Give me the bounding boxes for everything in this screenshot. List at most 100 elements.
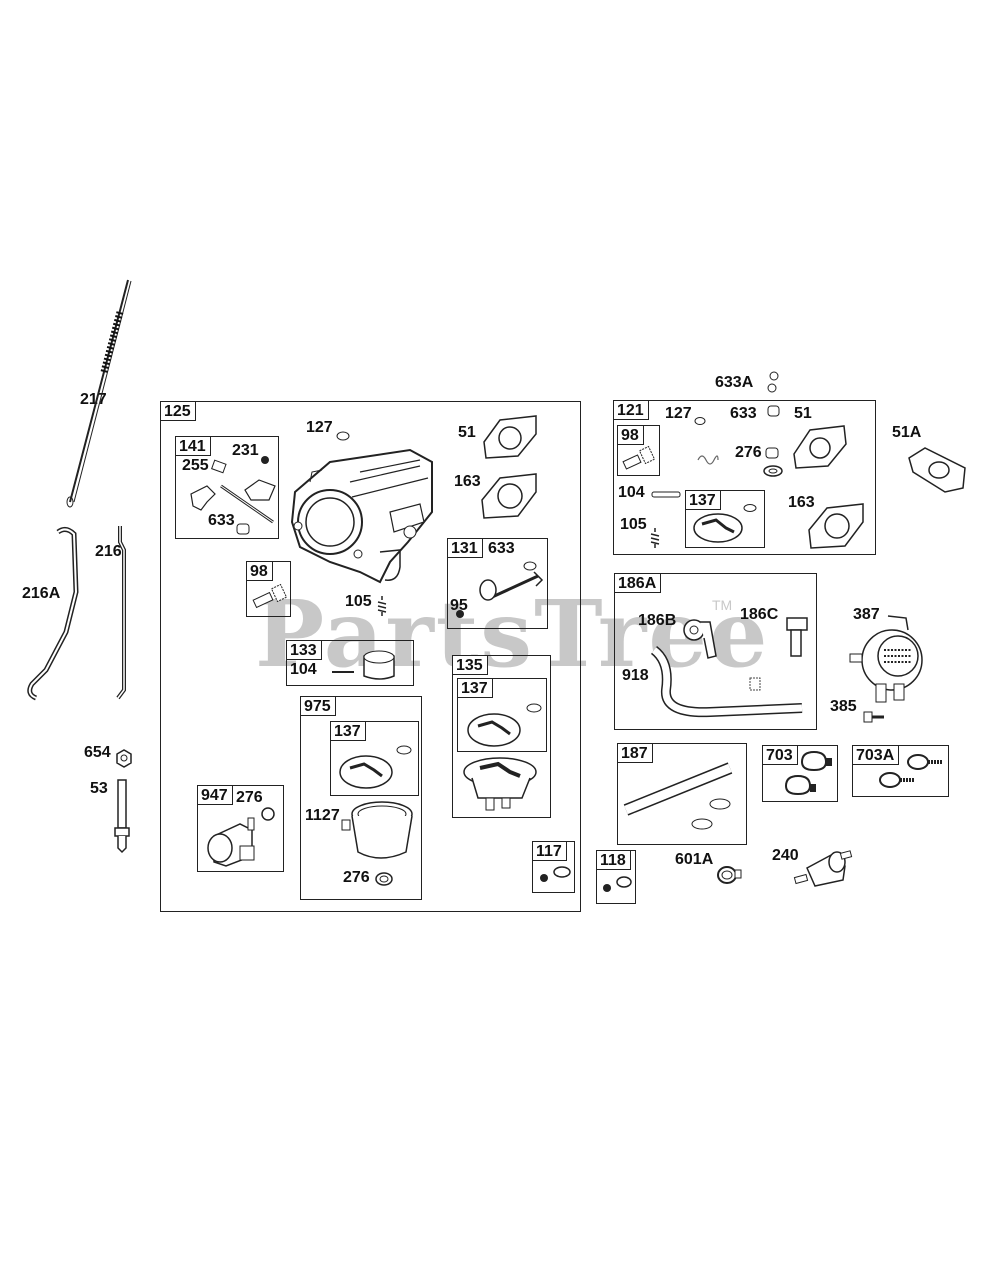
part-137-diaphragm-c[interactable]: [690, 500, 762, 546]
part-label-255[interactable]: 255: [182, 457, 209, 474]
group-137-gasket-kit-b[interactable]: 137: [330, 721, 419, 796]
group-tag-137-a: 137: [457, 678, 493, 698]
part-137-diaphragm-b[interactable]: [334, 740, 418, 794]
part-label-387[interactable]: 387: [853, 606, 880, 623]
part-105-spring-b[interactable]: [648, 526, 662, 550]
part-label-186B[interactable]: 186B: [638, 612, 677, 629]
part-186B-fitting[interactable]: [680, 612, 720, 660]
part-label-276-a[interactable]: 276: [236, 789, 263, 806]
part-51-gasket-b[interactable]: [790, 422, 850, 472]
part-633A-bushings[interactable]: [764, 368, 784, 396]
part-186C-elbow[interactable]: [783, 616, 813, 660]
part-98-needle-b[interactable]: [620, 444, 660, 474]
part-163-gasket-b[interactable]: [805, 500, 867, 550]
part-127-plug-b[interactable]: [693, 416, 707, 426]
part-217-governor-spring-rod[interactable]: [60, 272, 140, 512]
part-186A-clip[interactable]: [748, 676, 764, 692]
part-label-127[interactable]: 127: [306, 419, 333, 436]
part-131-choke-shaft[interactable]: [452, 558, 546, 626]
part-label-385[interactable]: 385: [830, 698, 857, 715]
part-label-231[interactable]: 231: [232, 442, 259, 459]
part-387-fuel-pump[interactable]: [848, 610, 928, 706]
group-125-carburetor[interactable]: 125: [160, 401, 581, 912]
part-633-bushing[interactable]: [766, 404, 782, 418]
part-240-fuel-filter[interactable]: [793, 846, 855, 890]
part-label-240[interactable]: 240: [772, 847, 799, 864]
part-703-clamps[interactable]: [766, 748, 836, 800]
group-186A-fuel-line-kit[interactable]: 186A: [614, 573, 817, 730]
part-label-104-a[interactable]: 104: [290, 661, 317, 678]
group-117-screw-kit[interactable]: 117: [532, 841, 575, 893]
part-label-163-a[interactable]: 163: [454, 473, 481, 490]
part-label-633-c[interactable]: 633: [730, 405, 757, 422]
part-137-diaphragm-a[interactable]: [462, 698, 546, 750]
part-276-washer-b[interactable]: [374, 870, 394, 888]
group-137-gasket-kit-c[interactable]: 137: [685, 490, 765, 548]
part-601A-clamp[interactable]: [715, 864, 745, 886]
part-label-276-b[interactable]: 276: [343, 869, 370, 886]
group-137-gasket-kit-a[interactable]: 137: [457, 678, 547, 752]
part-918-fuel-hose[interactable]: [640, 640, 810, 724]
part-104-pin[interactable]: [650, 490, 682, 500]
part-carburetor-body[interactable]: [290, 442, 440, 592]
part-label-633-a[interactable]: 633: [208, 512, 235, 529]
part-187-fuel-line[interactable]: [620, 762, 744, 842]
part-label-217[interactable]: 217: [80, 391, 107, 408]
part-spring-small[interactable]: [696, 450, 720, 470]
part-216-link[interactable]: [108, 520, 138, 706]
part-51A-gasket[interactable]: [905, 442, 969, 494]
part-label-95[interactable]: 95: [450, 597, 468, 614]
part-label-216A[interactable]: 216A: [22, 585, 61, 602]
part-127-plug[interactable]: [335, 430, 351, 442]
part-label-276-c[interactable]: 276: [735, 444, 762, 461]
group-187-fuel-line[interactable]: 187: [617, 743, 747, 845]
group-118-screw-kit[interactable]: 118: [596, 850, 636, 904]
part-label-51A[interactable]: 51A: [892, 424, 922, 441]
part-label-1127[interactable]: 1127: [305, 807, 340, 824]
part-105-spring[interactable]: [375, 594, 389, 618]
part-51-gasket[interactable]: [480, 412, 540, 462]
part-947-solenoid[interactable]: [200, 806, 282, 868]
part-53-stud[interactable]: [112, 778, 132, 854]
group-975-fuel-bowl-kit[interactable]: 975: [300, 696, 422, 900]
group-703A-clamp-kit[interactable]: 703A: [852, 745, 949, 797]
part-label-654[interactable]: 654: [84, 744, 111, 761]
part-label-601A[interactable]: 601A: [675, 851, 714, 868]
part-118-screw-washer[interactable]: [600, 870, 636, 898]
group-tag-137-c: 137: [685, 490, 721, 510]
part-163-gasket[interactable]: [478, 470, 540, 522]
group-703-clamp-kit[interactable]: 703: [762, 745, 838, 802]
part-label-918[interactable]: 918: [622, 667, 649, 684]
group-133-bowl-kit[interactable]: 133: [286, 640, 414, 686]
group-135-bowl-assembly[interactable]: 135: [452, 655, 551, 818]
group-141-throttle-kit[interactable]: 141: [175, 436, 279, 539]
part-654-nut[interactable]: [113, 748, 135, 770]
part-135-bowl[interactable]: [458, 754, 546, 814]
part-throttle-shaft-parts[interactable]: [185, 450, 277, 535]
part-label-105-b[interactable]: 105: [620, 516, 647, 533]
part-label-216[interactable]: 216: [95, 543, 122, 560]
part-703A-clamps[interactable]: [876, 750, 946, 796]
group-98-needle-kit[interactable]: 98: [246, 561, 291, 617]
group-947-solenoid-kit[interactable]: 947: [197, 785, 284, 872]
part-276-washers[interactable]: [762, 446, 784, 480]
part-385-screw[interactable]: [862, 708, 886, 726]
part-label-51-b[interactable]: 51: [794, 405, 812, 422]
part-117-screw-washer[interactable]: [536, 862, 574, 890]
group-121-gasket-set[interactable]: 121: [613, 400, 876, 555]
part-label-633-b[interactable]: 633: [488, 540, 515, 557]
group-98-needle-kit-b[interactable]: 98: [617, 425, 660, 476]
group-131-choke-kit[interactable]: 131: [447, 538, 548, 629]
part-label-53[interactable]: 53: [90, 780, 108, 797]
part-label-51-a[interactable]: 51: [458, 424, 476, 441]
part-label-163-b[interactable]: 163: [788, 494, 815, 511]
part-label-127-b[interactable]: 127: [665, 405, 692, 422]
part-98-needle[interactable]: [250, 582, 290, 614]
part-216A-link[interactable]: [18, 522, 88, 704]
part-label-104-b[interactable]: 104: [618, 484, 645, 501]
part-label-633A[interactable]: 633A: [715, 374, 754, 391]
part-label-186C[interactable]: 186C: [740, 606, 779, 623]
part-975-fuel-bowl[interactable]: [340, 800, 416, 870]
part-label-105-a[interactable]: 105: [345, 593, 372, 610]
part-133-float[interactable]: [328, 646, 400, 682]
